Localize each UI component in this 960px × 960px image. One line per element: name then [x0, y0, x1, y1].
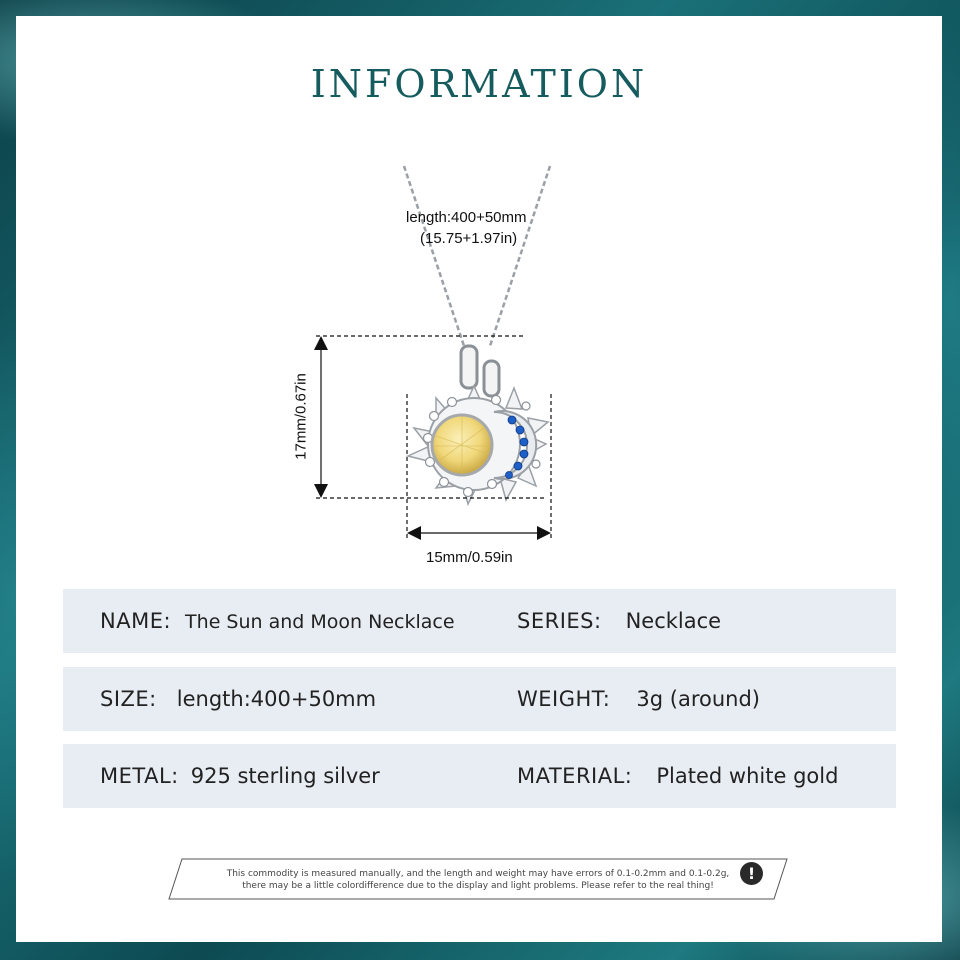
material-field: MATERIAL: Plated white gold [517, 744, 838, 808]
spec-row-name: NAME: The Sun and Moon Necklace SERIES: Ne… [63, 589, 896, 653]
metal-key: METAL: [100, 764, 179, 788]
weight-field: WEIGHT: 3g (around) [517, 667, 760, 731]
name-field: NAME: The Sun and Moon Necklace [100, 589, 455, 653]
material-key: MATERIAL: [517, 764, 633, 788]
size-value: length:400+50mm [176, 687, 377, 711]
dimension-lines [316, 335, 552, 540]
material-value: Plated white gold [656, 764, 839, 788]
notice-frame [168, 858, 788, 900]
blue-stones [505, 415, 529, 479]
exclamation-icon: ! [740, 862, 763, 885]
series-key: SERIES: [517, 609, 602, 633]
info-card: INFORMATION [16, 16, 942, 942]
weight-key: WEIGHT: [517, 687, 611, 711]
length-label: length:400+50mm [406, 209, 527, 226]
zircons [422, 394, 541, 498]
notice-text: This commodity is measured manually, and… [168, 868, 788, 892]
metal-field: METAL: 925 sterling silver [100, 744, 380, 808]
size-field: SIZE: length:400+50mm [100, 667, 376, 731]
notice-line-1: This commodity is measured manually, and… [226, 869, 730, 879]
width-label: 15mm/0.59in [426, 549, 513, 566]
height-label: 17mm/0.67in [292, 373, 310, 460]
measurement-notice: This commodity is measured manually, and… [168, 858, 788, 900]
dimension-arrowheads [314, 336, 551, 540]
weight-value: 3g (around) [636, 687, 760, 711]
metal-value: 925 sterling silver [190, 764, 380, 788]
length-inches-label: (15.75+1.97in) [420, 230, 518, 247]
name-key: NAME: [100, 609, 172, 633]
series-field: SERIES: Necklace [517, 589, 721, 653]
name-value: The Sun and Moon Necklace [185, 611, 455, 633]
notice-line-2: there may be a little colordifference du… [242, 881, 714, 891]
necklace-illustration [314, 165, 552, 540]
chain [402, 165, 552, 347]
spec-row-metal: METAL: 925 sterling silver MATERIAL: Plate… [63, 744, 896, 808]
spec-row-size: SIZE: length:400+50mm WEIGHT: 3g (around) [63, 667, 896, 731]
series-value: Necklace [625, 609, 722, 633]
size-key: SIZE: [100, 687, 157, 711]
bails [459, 344, 501, 398]
page-title: INFORMATION [310, 62, 648, 106]
